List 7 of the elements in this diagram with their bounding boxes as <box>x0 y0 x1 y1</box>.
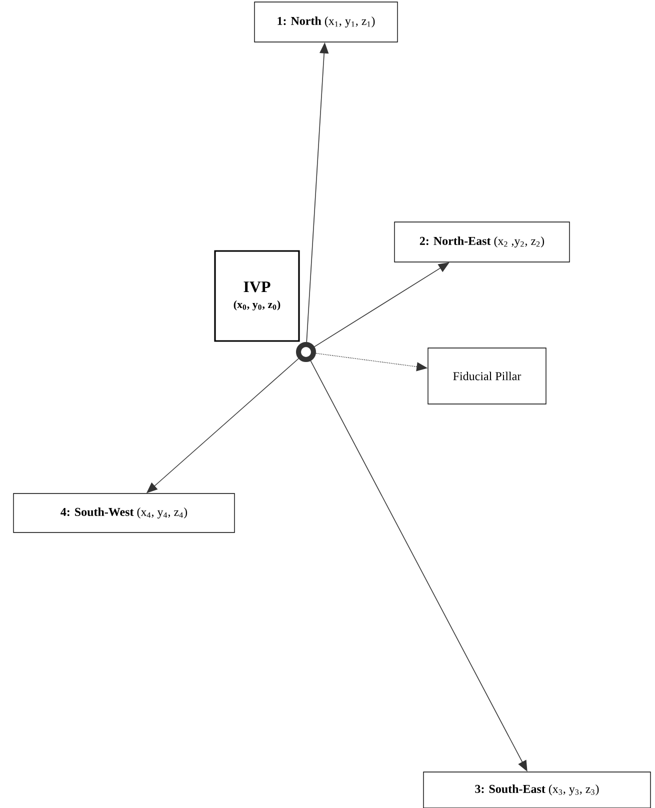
ring-marker <box>296 342 316 362</box>
label-box: 2: North-East (x$_{2}$ ,y$_{2}$, z$_{2}$) <box>394 222 570 262</box>
label-box: IVP (x$_{0}$, y$_{0}$, z$_{0}$) <box>214 250 300 342</box>
label-box: 3: South-East (x$_{3}$, y$_{3}$, z$_{3}$) <box>423 772 651 808</box>
label-box: Fiducial Pillar <box>428 348 546 404</box>
label-box: 4: South-West (x$_{4}$, y$_{4}$, z$_{4}$) <box>13 493 235 533</box>
label-box: 1: North (x$_{1}$, y$_{1}$, z$_{1}$) <box>254 2 398 42</box>
